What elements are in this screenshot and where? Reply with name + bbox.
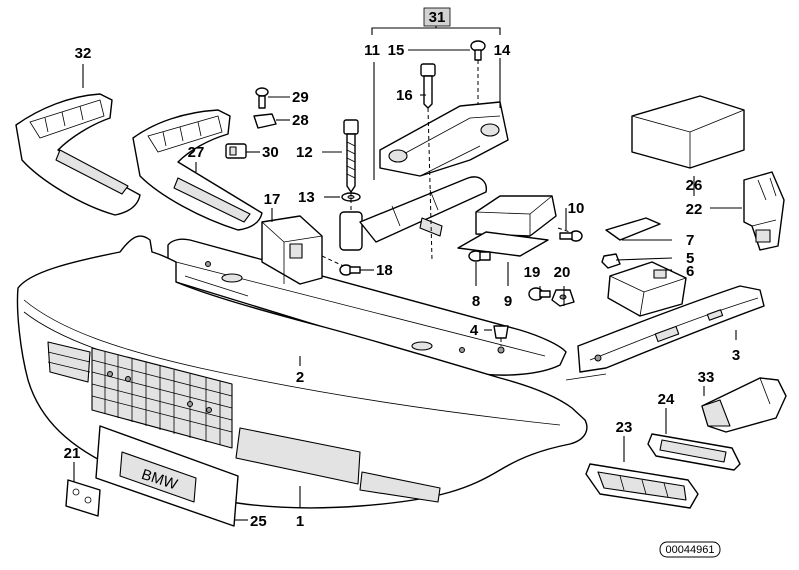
part-30-clip [225, 143, 247, 159]
callout-33: 33 [698, 369, 715, 386]
part-18-screw [339, 264, 361, 276]
part-7-clip [605, 217, 661, 241]
part-10-screw [559, 230, 583, 242]
part-21-bracket [65, 479, 101, 517]
callout-14: 14 [494, 42, 511, 59]
callout-24: 24 [658, 391, 675, 408]
callout-31-box [423, 7, 451, 27]
part-24-grille [647, 433, 741, 471]
callout-31: 31 [429, 9, 446, 26]
part-11-mount [339, 176, 487, 251]
callout-23: 23 [616, 419, 633, 436]
part-8-screw [468, 250, 491, 262]
callout-17: 17 [264, 191, 281, 208]
part-12-bolt [343, 119, 359, 193]
leader-lines [73, 22, 742, 521]
part-15-bolt [470, 40, 486, 61]
callout-1: 1 [296, 513, 304, 530]
callout-4: 4 [470, 322, 479, 339]
reference-number: 00044961 [659, 541, 721, 558]
part-16-bolt [420, 63, 436, 109]
part-25-plate-base: BMW [95, 425, 239, 527]
callout-22: 22 [686, 201, 703, 218]
part-33-duct [701, 377, 787, 433]
part-20-nut [551, 289, 575, 307]
reference-number-text: 00044961 [666, 544, 715, 556]
callout-30: 30 [262, 144, 279, 161]
callout-18: 18 [376, 262, 393, 279]
part-3-rail [565, 285, 765, 381]
callout-11: 11 [364, 42, 380, 59]
callout-28: 28 [292, 112, 309, 129]
callout-25: 25 [250, 513, 267, 530]
callout-10: 10 [568, 200, 585, 217]
callout-29: 29 [292, 89, 309, 106]
callout-13: 13 [298, 189, 315, 206]
callout-26: 26 [686, 177, 703, 194]
part-28-clip [253, 113, 277, 129]
part-5-nut [601, 253, 621, 269]
callout-16: 16 [396, 87, 413, 104]
part-17-bracket [261, 215, 353, 285]
callout-7: 7 [686, 232, 694, 249]
callout-12: 12 [296, 144, 313, 161]
part-26-foam-block [631, 95, 745, 169]
part-23-grille [585, 463, 699, 509]
callout-32: 32 [75, 45, 92, 62]
callout-20: 20 [554, 264, 571, 281]
part-29-screw [255, 87, 269, 109]
callout-27: 27 [188, 144, 205, 161]
part-9-plate [457, 195, 571, 257]
part-14-bracket [379, 101, 509, 177]
part-1-bumper-cover [16, 235, 588, 509]
part-4-clip [493, 325, 509, 354]
part-22-bracket [743, 171, 785, 251]
callout-3: 3 [732, 347, 740, 364]
part-27-trim [132, 109, 263, 231]
callout-6: 6 [686, 263, 694, 280]
callout-2: 2 [296, 369, 304, 386]
callout-8: 8 [472, 293, 480, 310]
callout-labels: 31 32 29 28 30 27 12 13 17 18 11 15 14 1… [64, 7, 740, 530]
callout-5: 5 [686, 250, 694, 267]
part-6-bracket [607, 261, 687, 317]
callout-21: 21 [64, 445, 81, 462]
part-32-trim [15, 93, 141, 216]
callout-19: 19 [524, 264, 541, 281]
callout-9: 9 [504, 293, 512, 310]
callout-15: 15 [388, 42, 405, 59]
